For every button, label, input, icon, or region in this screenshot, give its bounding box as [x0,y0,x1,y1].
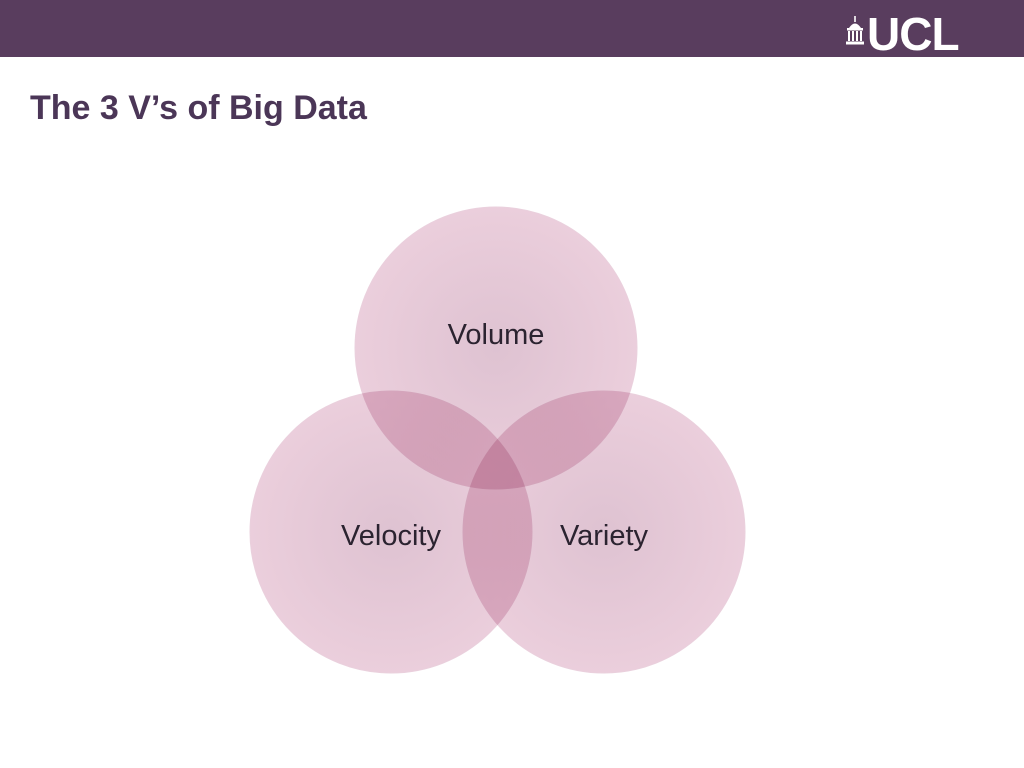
venn-circle-variety [462,390,746,674]
logo-wordmark: UCL [867,8,960,60]
slide-title: The 3 V’s of Big Data [30,89,367,127]
venn-label-velocity: Velocity [341,520,441,552]
ucl-logo: UCL [845,8,995,60]
brand-header-bar: UCL [0,0,1024,60]
venn-label-volume: Volume [448,319,545,351]
building-dome-icon [846,16,864,45]
venn-label-variety: Variety [560,520,649,552]
